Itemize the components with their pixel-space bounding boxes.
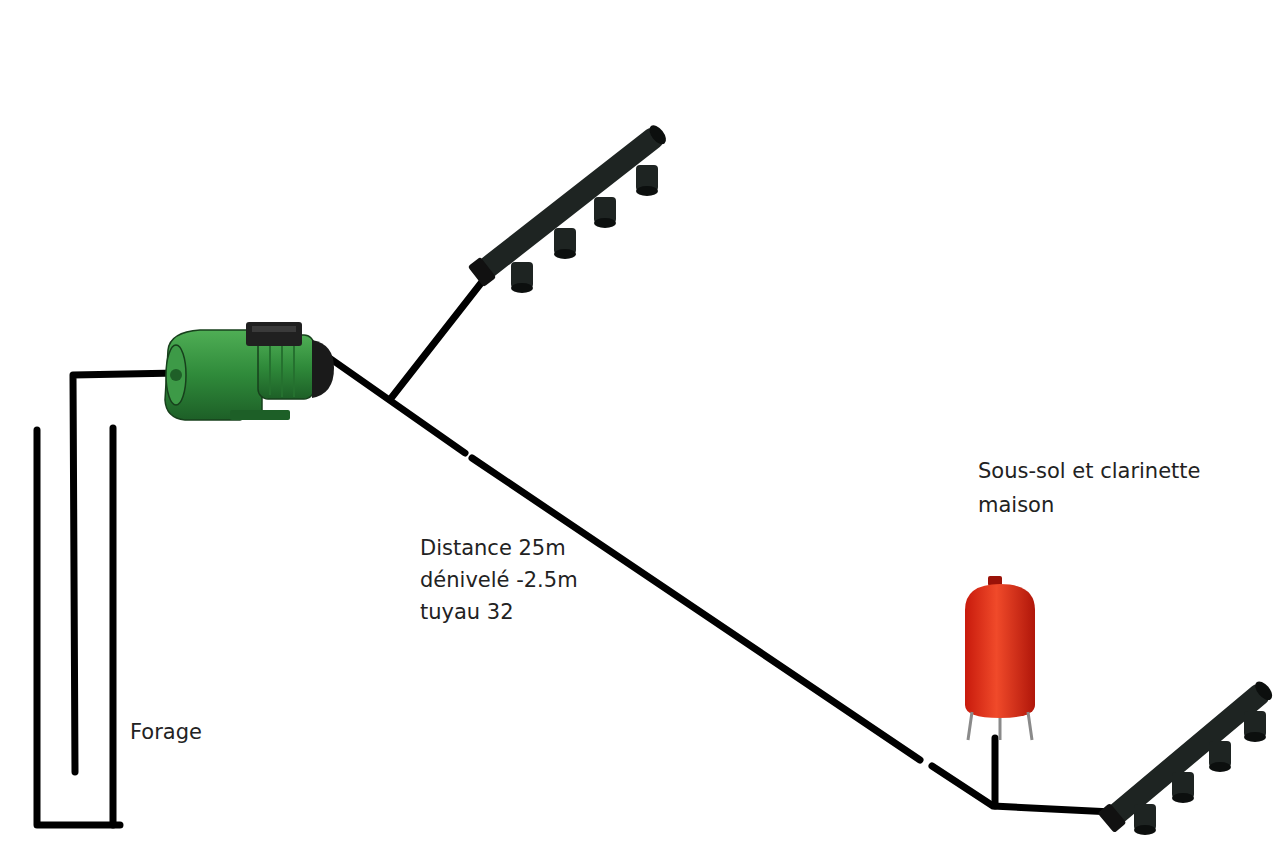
tank-pipe bbox=[992, 738, 999, 806]
manifold bbox=[1098, 677, 1277, 835]
main-pipe bbox=[328, 357, 465, 453]
borehole-casing bbox=[110, 428, 117, 825]
borehole-label: Forage bbox=[130, 716, 202, 748]
borehole-casing bbox=[37, 430, 120, 825]
borehole bbox=[37, 373, 178, 825]
dimension-label: tuyau 32 bbox=[420, 596, 514, 628]
dimension-label: dénivelé -2.5m bbox=[420, 564, 578, 596]
suction-pipe bbox=[73, 373, 178, 772]
manifold bbox=[468, 121, 671, 293]
expansion-tank bbox=[965, 576, 1035, 740]
location-label: Sous-sol et clarinette maison bbox=[978, 454, 1233, 522]
branch-pipe bbox=[392, 278, 485, 397]
main-pipe bbox=[472, 458, 920, 760]
pipes bbox=[328, 278, 1112, 812]
surface-pump bbox=[165, 322, 334, 420]
main-pipe bbox=[932, 766, 1112, 812]
dimension-label: Distance 25m bbox=[420, 532, 566, 564]
